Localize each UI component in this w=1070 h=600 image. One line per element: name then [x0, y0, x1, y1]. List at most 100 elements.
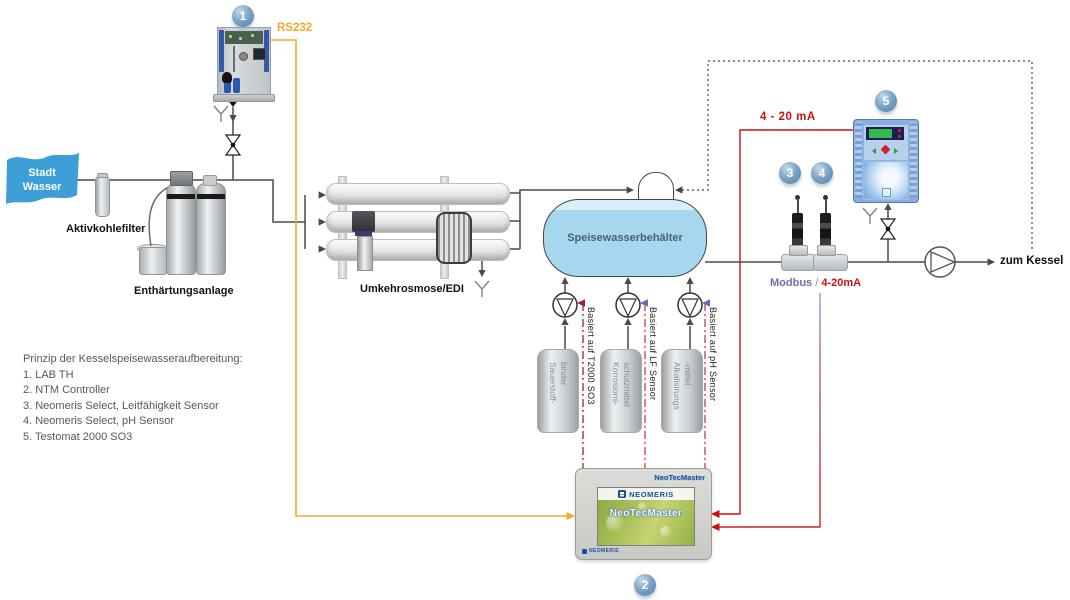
ro-membrane-tube — [326, 183, 510, 205]
testomat-display — [866, 127, 904, 140]
valve-testomat-branch — [879, 218, 897, 240]
dosing-pump-oxygen — [552, 292, 578, 318]
softener-label: Enthärtungsanlage — [134, 285, 234, 297]
circuit-board — [225, 31, 263, 44]
lab-th-analyzer — [217, 27, 271, 98]
arrow-right-key — [894, 148, 898, 154]
board-led — [239, 37, 242, 40]
analyzer-tube — [233, 46, 235, 72]
softener-tank-2 — [196, 183, 226, 275]
board-led — [229, 35, 232, 38]
ro-pump-head — [352, 211, 375, 232]
ph-sensor-collar — [817, 245, 836, 256]
board-led — [251, 34, 254, 37]
city-water-line2: Wasser — [22, 181, 62, 193]
reagent-bottle — [224, 78, 231, 93]
ro-membrane-tube — [326, 239, 510, 261]
pipe-dosing-feeds — [564, 281, 691, 349]
ntm-corner-label: NeoTecMaster — [654, 473, 705, 482]
neomeris-logo-band: NEOMERIS — [598, 488, 694, 500]
control-label-lf: Basiert auf LF Sensor — [648, 307, 658, 401]
legend-item: 4. Neomeris Select, pH Sensor — [23, 415, 175, 427]
drop-window — [882, 188, 891, 197]
carbon-filter-label: Aktivkohlefilter — [66, 223, 146, 235]
status-led — [898, 129, 901, 132]
drum-label: Korrosions- schutzmittel — [610, 362, 632, 407]
drum-label-line1: Sauerstoff- — [548, 362, 558, 404]
ro-pump-motor — [357, 236, 373, 271]
analyzer-part — [222, 72, 232, 83]
lf-sensor-body — [792, 213, 803, 247]
drain-icon — [213, 105, 229, 122]
brine-tank — [139, 247, 167, 275]
legend-title: Prinzip der Kesselspeisewasseraufbereitu… — [23, 353, 243, 365]
drum-label-line2: schutzmittel — [622, 362, 632, 407]
ph-sensor-rod — [825, 199, 827, 214]
feedwater-tank: Speisewasserbehälter — [543, 199, 707, 277]
drain-icon — [862, 207, 878, 224]
legend: Prinzip der Kesselspeisewasseraufbereitu… — [23, 352, 243, 445]
testomat-keypad — [866, 143, 904, 157]
neomeris-icon — [618, 490, 627, 498]
sensor-fitting-ph — [813, 254, 848, 271]
neomeris-icon — [582, 548, 587, 554]
neomeris-brand-text: NEOMERIS — [629, 489, 674, 499]
flag-shape — [6, 153, 79, 204]
screen-bubble — [660, 526, 672, 538]
ro-label: Umkehrosmose/EDI — [360, 283, 464, 295]
drum-label: Alkalisirungs -mittel — [671, 362, 693, 410]
modbus-4-20-text: 4-20mA — [821, 277, 862, 289]
arrow-left-key — [872, 148, 876, 154]
status-led — [898, 135, 901, 138]
control-label-t2000: Basiert auf T2000 SO3 — [586, 307, 596, 405]
softener-control-valve — [170, 171, 193, 186]
screen-bubble — [638, 502, 647, 511]
modbus-signal-arrow — [711, 523, 720, 531]
device-trim — [219, 30, 224, 72]
edi-module — [436, 212, 472, 264]
drum-oxygen-binder: Sauerstoff- binder — [537, 349, 579, 433]
ntm-footer-logo: NEOMERIS — [582, 548, 619, 554]
testomat-signal-arrow — [711, 510, 720, 518]
device-trim — [264, 30, 269, 72]
valve-lab-drain — [224, 134, 242, 156]
feedwater-tank-label: Speisewasserbehälter — [567, 232, 683, 244]
testomat-2000 — [853, 119, 919, 203]
drum-alkalizing-agent: Alkalisirungs -mittel — [661, 349, 703, 433]
analyzer-pump — [239, 52, 248, 61]
control-arrow-ph — [702, 299, 710, 307]
rs232-line — [268, 39, 568, 517]
lf-sensor-rod — [797, 199, 799, 214]
drum-label-line2: -mittel — [683, 362, 693, 386]
drum-label: Sauerstoff- binder — [547, 362, 569, 403]
city-water-line1: Stadt — [28, 167, 56, 179]
ntm-screen-title: NeoTecMaster — [609, 508, 683, 519]
tank-dome — [638, 172, 674, 203]
lab-th-baseplate — [213, 94, 275, 102]
pipe-permeate — [506, 189, 630, 250]
rs232-label: RS232 — [277, 22, 313, 34]
ntm-controller: NeoTecMaster NEOMERIS NeoTecMaster NEOME… — [575, 468, 712, 560]
dosing-pumps — [552, 292, 703, 318]
control-arrow-t2000 — [577, 299, 585, 307]
sensor-fitting-lf — [781, 254, 816, 271]
housing-rib — [910, 122, 917, 198]
ro-pump-coupling — [355, 231, 372, 236]
enter-key — [880, 144, 891, 155]
lcd-screen — [869, 129, 892, 138]
dotted-return-line — [677, 60, 1033, 252]
modbus-text: Modbus — [770, 277, 813, 289]
tank-band — [167, 194, 195, 199]
legend-item: 1. LAB TH — [23, 368, 74, 381]
transfer-pump — [924, 246, 957, 278]
housing-rib — [855, 122, 862, 198]
drum-label-line2: binder — [559, 362, 569, 386]
city-water-source: Stadt Wasser — [4, 150, 84, 210]
screen-bubble — [606, 514, 624, 532]
carbon-filter — [95, 177, 110, 217]
control-arrow-lf — [640, 299, 648, 307]
to-boiler-label: zum Kessel — [1000, 255, 1064, 267]
modbus-separator: / — [812, 277, 822, 289]
city-water-label: Stadt Wasser — [10, 166, 74, 194]
testomat-lower-panel — [863, 161, 909, 200]
